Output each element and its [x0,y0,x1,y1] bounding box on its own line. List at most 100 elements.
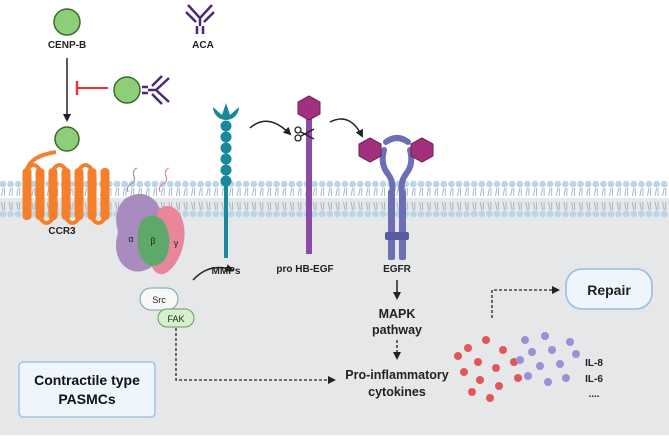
lipid-head [242,180,250,188]
lipid-tail [548,187,551,197]
lipid-tail [31,201,34,211]
cytokine-dot-purple [541,332,549,340]
lipid-head [448,180,455,188]
lipid-head [326,210,334,218]
lipid-head [539,210,546,218]
lipid-tail [236,201,240,211]
lipid-head [622,180,630,188]
lipid-tail [609,187,612,197]
lipid-head [470,210,478,218]
lipid-head [615,210,622,218]
lipid-head [592,210,600,218]
cytokine-dot-red [454,352,462,360]
lipid-tail [183,187,186,197]
lipid-head [440,180,448,188]
lipid-head [486,210,493,218]
lipid-tail [563,201,566,211]
lipid-tail [457,201,460,211]
cytokine-dot-red [499,346,507,354]
lipid-head [508,180,516,188]
cytokine-dot-red [482,336,490,344]
lipid-head [265,180,273,188]
aca-label: ACA [192,40,214,51]
ccr3-helix [74,168,84,220]
cenp-b-bound-icon [54,126,80,152]
lipid-head [516,180,524,188]
lipid-head [334,180,341,188]
lipid-tail [593,187,597,197]
lipid-head [189,210,197,218]
lipid-head [432,210,440,218]
lipid-tail [221,201,224,211]
mmp-bead [220,175,232,187]
lipid-head [273,210,280,218]
lipid-tail [487,201,490,211]
ccr3-helix [87,168,97,220]
lipid-head [645,180,653,188]
fak-label: FAK [167,314,184,324]
lipid-head [478,180,486,188]
lipid-tail [343,201,346,211]
lipid-tail [555,187,559,197]
lipid-tail [381,187,384,197]
lipid-tail [396,201,399,211]
cenp-b-protein-icon [53,8,81,36]
lipid-tail [533,201,536,211]
lipid-head [182,180,189,188]
lipid-head [242,210,250,218]
lipid-head [318,180,326,188]
cytokine-dot-red [474,358,482,366]
hb-egf-hexagon-icon [297,95,321,121]
lipid-tail [540,201,544,211]
lipid-head [455,180,463,188]
lipid-tail [654,187,658,197]
cytokine-dot-purple [536,362,544,370]
lipid-head [372,180,379,188]
lipid-head [493,210,501,218]
cell-type-line2: PASMCs [58,391,116,407]
lipid-tail [343,187,346,197]
lipid-head [577,210,584,218]
lipid-tail [578,201,582,211]
lipid-head [349,180,356,188]
lipid-tail [441,187,445,197]
lipid-tail [251,201,255,211]
cytokine-dot-purple [524,372,532,380]
lipid-head [569,180,577,188]
lipid-tail [244,201,247,211]
lipid-head [258,210,265,218]
lipid-tail [297,187,300,197]
egfr-label: EGFR [383,264,412,275]
ccr3-helix [100,168,110,220]
lipid-tail [191,201,194,211]
lipid-head [607,180,615,188]
lipid-tail [183,201,186,211]
cenp-b-label: CENP-B [48,40,86,51]
cytokine-dot-purple [521,336,529,344]
lipid-tail [1,187,4,197]
lipid-head [478,210,486,218]
lipid-tail [662,187,665,197]
lipid-head [569,210,577,218]
lipid-head [425,180,432,188]
cytokines-to-repair-arrow [491,286,560,318]
cytokines-label-line2: cytokines [368,385,426,399]
cytokine-dot-purple [544,378,552,386]
ccr3-label: CCR3 [48,226,76,237]
lipid-tail [639,187,642,197]
lipid-tail [84,187,88,197]
lipid-head [607,210,615,218]
lipid-tail [251,187,255,197]
fak-node [157,308,195,328]
lipid-head [296,180,303,188]
lipid-tail [175,201,179,211]
egfr-dimer-icon [379,135,415,260]
lipid-head [151,180,159,188]
lipid-tail [160,187,164,197]
lipid-head [501,210,508,218]
lipid-tail [221,187,224,197]
g-protein-complex: α β γ [116,167,185,275]
lipid-head [410,180,417,188]
src-node [139,287,179,311]
